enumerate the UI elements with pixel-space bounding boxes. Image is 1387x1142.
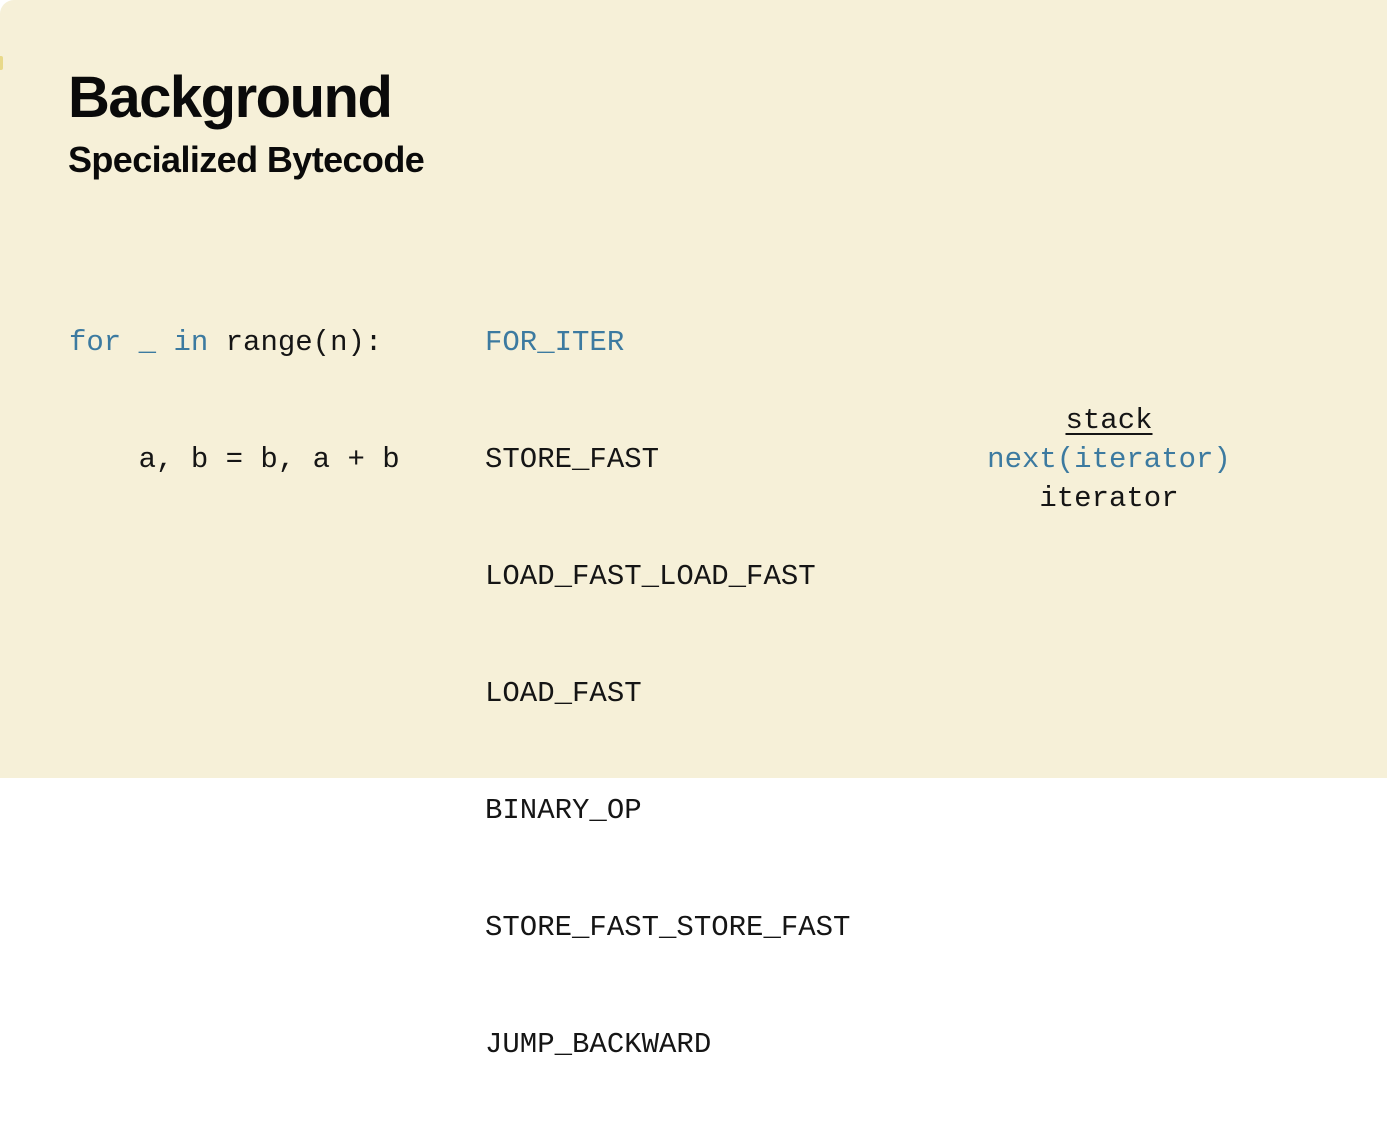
keyword-in: in	[173, 326, 209, 359]
corner-mark	[0, 56, 3, 70]
bytecode-op-jump-backward: JUMP_BACKWARD	[485, 1028, 712, 1061]
slide-title: Background	[68, 65, 393, 130]
bytecode-list: FOR_ITER STORE_FAST LOAD_FAST_LOAD_FAST …	[485, 245, 850, 1142]
bytecode-op-load-fast-load-fast: LOAD_FAST_LOAD_FAST	[485, 560, 816, 593]
stack-label: stack	[1065, 404, 1153, 437]
source-code: for _ in range(n): a, b = b, a + b	[69, 245, 400, 557]
stack-entry-next-iterator: next(iterator)	[987, 443, 1231, 476]
source-line-2: a, b = b, a + b	[69, 443, 400, 476]
keyword-for: for	[69, 326, 122, 359]
range-call: range(n):	[208, 326, 383, 359]
loop-variable: _	[121, 326, 174, 359]
bytecode-op-store-fast: STORE_FAST	[485, 443, 660, 476]
bytecode-op-for-iter: FOR_ITER	[485, 326, 625, 359]
stack-entry-iterator: iterator	[1039, 482, 1179, 515]
bytecode-op-binary-op: BINARY_OP	[485, 794, 642, 827]
source-line-1: for _ in range(n):	[69, 323, 400, 362]
stack-diagram: stack next(iterator) iterator	[960, 401, 1258, 518]
slide-subtitle: Specialized Bytecode	[68, 139, 425, 180]
bytecode-op-store-fast-store-fast: STORE_FAST_STORE_FAST	[485, 911, 851, 944]
bytecode-op-load-fast: LOAD_FAST	[485, 677, 642, 710]
slide: Background Specialized Bytecode for _ in…	[0, 0, 1387, 1061]
